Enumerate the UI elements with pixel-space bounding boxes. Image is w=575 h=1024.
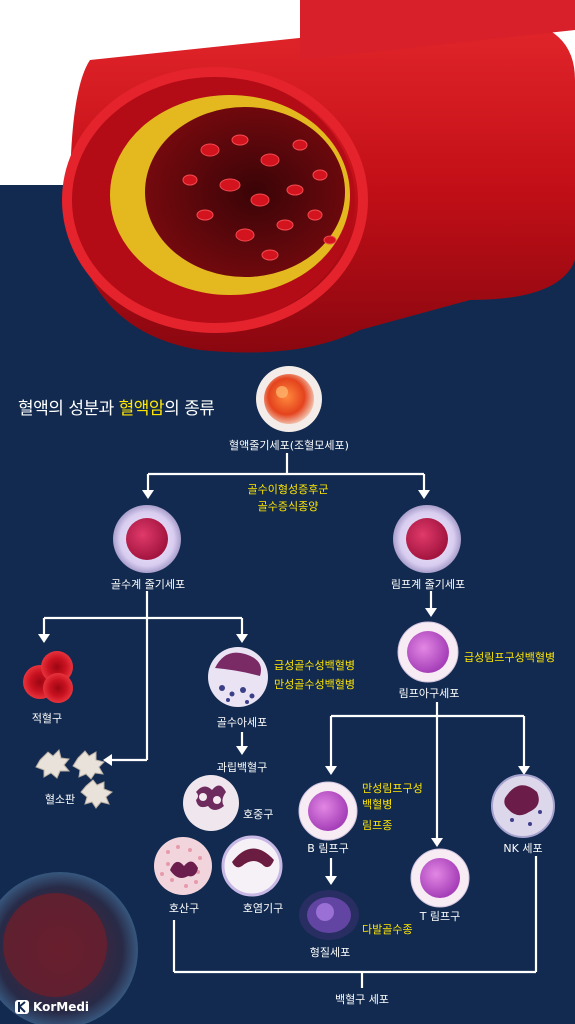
myeloid-stem-cell-icon — [113, 505, 181, 573]
basophil-label: 호염기구 — [242, 902, 284, 915]
myeloblast-cell-icon — [208, 647, 268, 707]
disease-myeloma: 다발골수종 — [362, 923, 413, 936]
wbc-label: 백혈구 세포 — [334, 993, 390, 1006]
disease-lymphoma: 림프종 — [362, 819, 393, 832]
t-cell-icon — [410, 848, 470, 908]
logo-mark-icon — [15, 1000, 29, 1014]
plasma-cell-label: 형질세포 — [309, 946, 351, 959]
platelet-icon — [35, 749, 113, 809]
lymphoblast-cell-icon — [397, 621, 459, 683]
disease-all: 급성림프구성백혈병 — [464, 651, 556, 664]
disease-cll-line1: 만성림프구성 — [362, 782, 423, 795]
lymphoblast-label: 림프아구세포 — [398, 687, 460, 700]
myeloblast-label: 골수아세포 — [216, 716, 268, 729]
eosinophil-cell-icon — [154, 837, 212, 895]
eosinophil-label: 호산구 — [168, 902, 200, 915]
t-cell-label: T 림프구 — [419, 910, 461, 923]
disease-cml: 만성골수성백혈병 — [274, 678, 355, 691]
granulocyte-label: 과립백혈구 — [216, 761, 268, 774]
myeloid-stem-label: 골수계 줄기세포 — [110, 578, 186, 591]
platelet-label: 혈소판 — [44, 793, 76, 806]
red-blood-cell-icon — [23, 651, 73, 703]
nk-cell-label: NK 세포 — [503, 842, 543, 855]
stem-cell-label: 혈액줄기세포(조혈모세포) — [229, 439, 349, 452]
title-highlight: 혈액암 — [118, 399, 165, 419]
page-title: 혈액의 성분과 혈액암의 종류 — [18, 399, 215, 419]
b-cell-label: B 림프구 — [307, 842, 349, 855]
b-cell-icon — [298, 781, 358, 841]
lymphoid-stem-cell-icon — [393, 505, 461, 573]
disease-cll-line2: 백혈병 — [362, 798, 393, 811]
nk-cell-icon — [491, 774, 555, 838]
plasma-cell-icon — [299, 890, 359, 940]
neutrophil-cell-icon — [183, 775, 239, 831]
disease-mpn: 골수증식종양 — [257, 500, 319, 513]
rbc-label: 적혈구 — [31, 712, 63, 725]
disease-aml: 급성골수성백혈병 — [274, 659, 355, 672]
logo-text: KorMedi — [33, 1000, 90, 1014]
basophil-cell-icon — [221, 835, 283, 897]
lymphoid-stem-label: 림프계 줄기세포 — [390, 578, 466, 591]
neutrophil-label: 호중구 — [243, 808, 274, 821]
kormedi-logo: KorMedi — [14, 999, 89, 1015]
disease-mds: 골수이형성증후군 — [247, 483, 329, 496]
decorative-cell-illustration — [0, 872, 138, 1024]
stem-cell-icon — [256, 366, 322, 432]
